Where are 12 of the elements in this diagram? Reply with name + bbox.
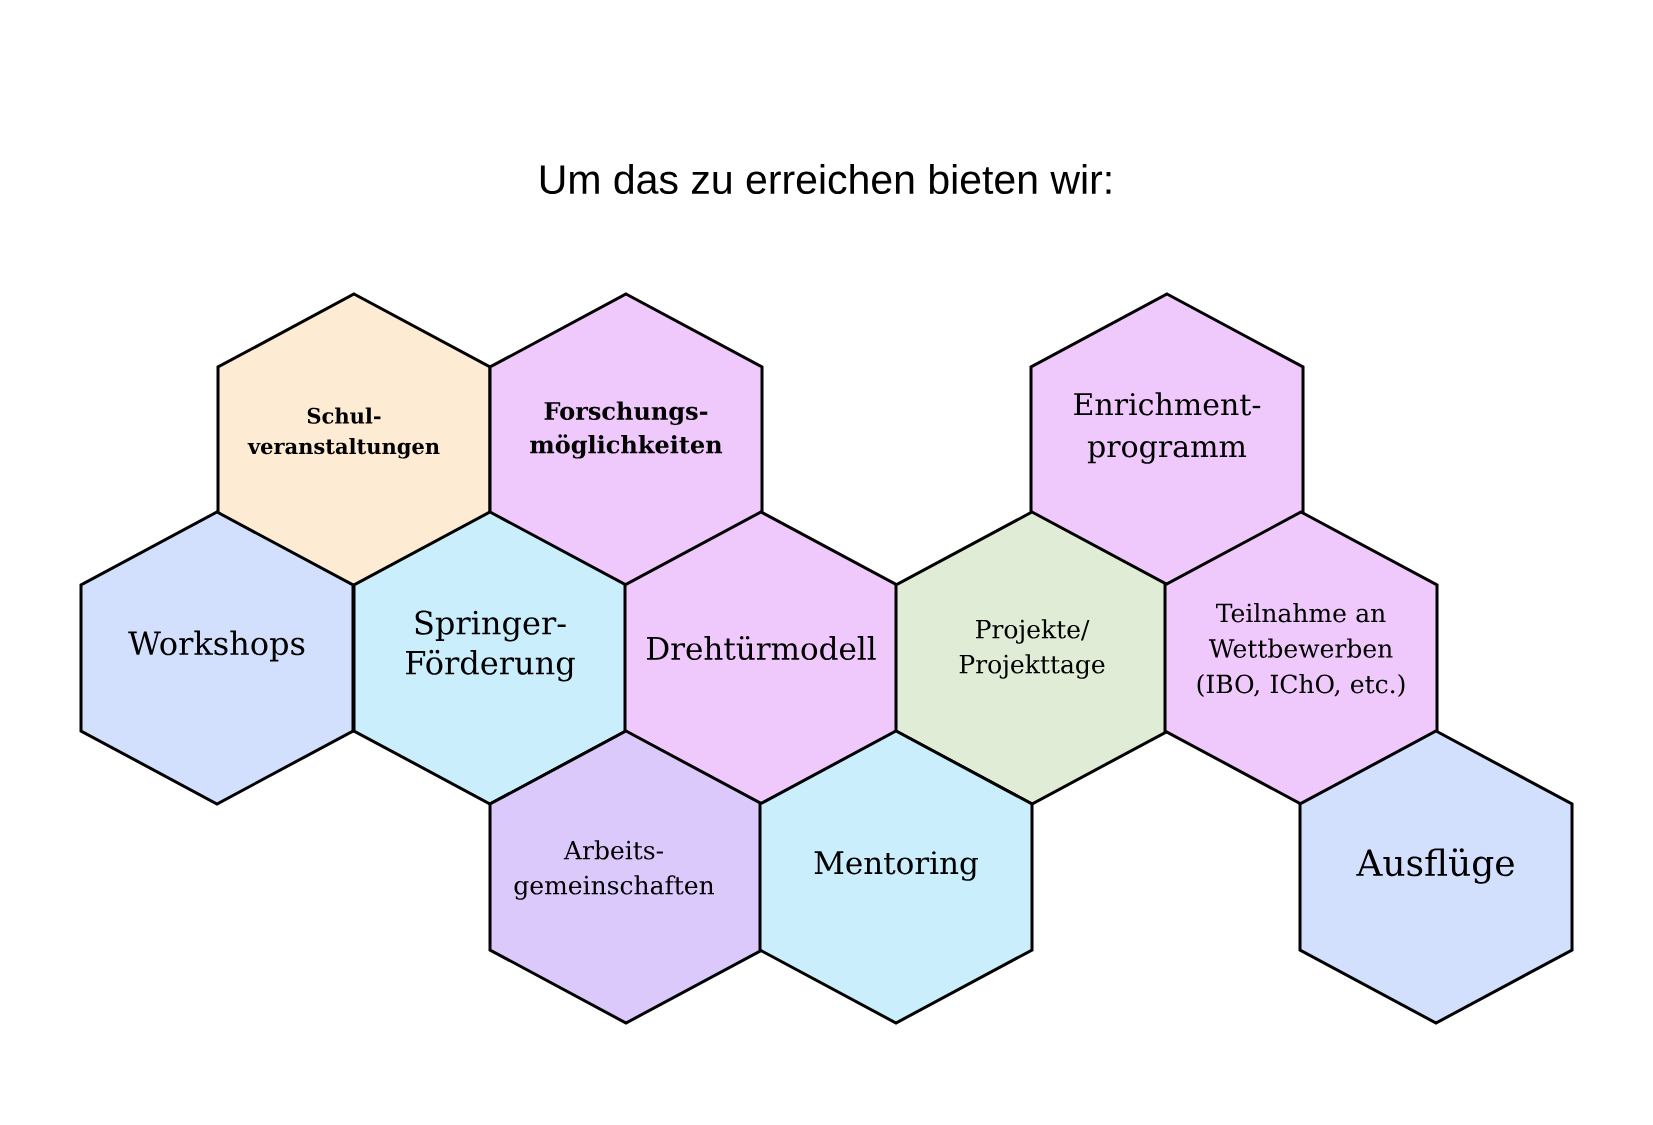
hexagon: Enrichment- programm	[1029, 292, 1305, 588]
hexagon: Arbeits- gemeinschaften	[488, 729, 764, 1025]
hexagon: Teilnahme an Wettbewerben (IBO, IChO, etc.)	[1163, 510, 1439, 806]
hexagon: Schul- veranstaltungen	[216, 292, 492, 588]
hexagon: Springer- Förderung	[352, 510, 628, 806]
hexagon: Projekte/ Projekttage	[894, 510, 1170, 806]
hexagon: Ausflüge	[1298, 729, 1574, 1025]
title: Um das zu erreichen bieten wir:	[540, 163, 1111, 195]
hexagon: Workshops	[79, 510, 355, 806]
hexagon: Mentoring	[758, 729, 1034, 1025]
hexagon: Drehtürmodell	[623, 510, 899, 806]
hexagon: Forschungs- möglichkeiten	[488, 292, 764, 588]
